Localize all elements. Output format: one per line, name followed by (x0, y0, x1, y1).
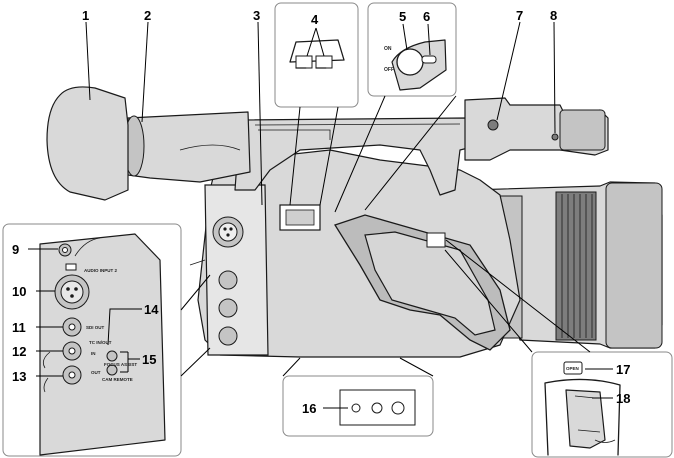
callout-8: 8 (550, 8, 557, 23)
callout-13: 13 (12, 369, 26, 384)
callout-2: 2 (144, 8, 151, 23)
open-label: OPEN (566, 366, 579, 371)
callout-9: 9 (12, 242, 19, 257)
tc-in-out-label: TC IN/OUT (89, 340, 112, 345)
hole-3 (391, 401, 405, 415)
camera-illustration (46, 86, 663, 358)
callout-7: 7 (516, 8, 523, 23)
callout-16: 16 (302, 401, 316, 416)
callout-11: 11 (12, 320, 26, 335)
callout-numbers: 1 2 3 4 5 6 7 8 9 10 11 12 13 14 15 16 1… (12, 8, 630, 416)
callout-10: 10 (12, 284, 26, 299)
callout-18: 18 (616, 391, 630, 406)
hole-1 (351, 403, 361, 413)
focus-assist-label: FOCUS ASSIST (104, 362, 137, 367)
side-panel (204, 184, 269, 356)
open-button[interactable] (563, 361, 583, 375)
inset-power-switch: ON OFF (367, 2, 457, 97)
eyecup (46, 86, 129, 201)
switch-on-label: ON (384, 46, 392, 52)
sdi-out-label: SDI OUT (86, 325, 105, 330)
callout-15: 15 (142, 352, 156, 367)
callout-1: 1 (82, 8, 89, 23)
hole-2 (371, 402, 383, 414)
callout-17: 17 (616, 362, 630, 377)
inset-grip-open: OPEN (531, 351, 673, 458)
callout-12: 12 (12, 344, 26, 359)
lens-hood (605, 182, 663, 349)
cam-remote-jack[interactable] (106, 364, 118, 376)
in-label: IN (91, 351, 96, 356)
leader-lines (28, 21, 613, 409)
cam-remote-label: CAM REMOTE (102, 377, 133, 382)
inset-terminals: AUDIO INPUT 2 SDI OUT TC IN/OUT IN OUT F… (2, 223, 182, 457)
callout-14: 14 (144, 302, 159, 317)
callout-5: 5 (399, 9, 406, 24)
callout-3: 3 (253, 8, 260, 23)
lens-ring (555, 191, 597, 341)
audio-input-label: AUDIO INPUT 2 (84, 268, 118, 273)
callout-4: 4 (311, 12, 319, 27)
inset-card-slots (274, 2, 359, 108)
out-label: OUT (91, 370, 101, 375)
inset-bottom-holes (282, 375, 434, 437)
power-switch[interactable] (396, 48, 424, 76)
callout-6: 6 (423, 9, 430, 24)
focus-assist-jack[interactable] (106, 350, 118, 362)
switch-off-label: OFF (384, 67, 394, 73)
